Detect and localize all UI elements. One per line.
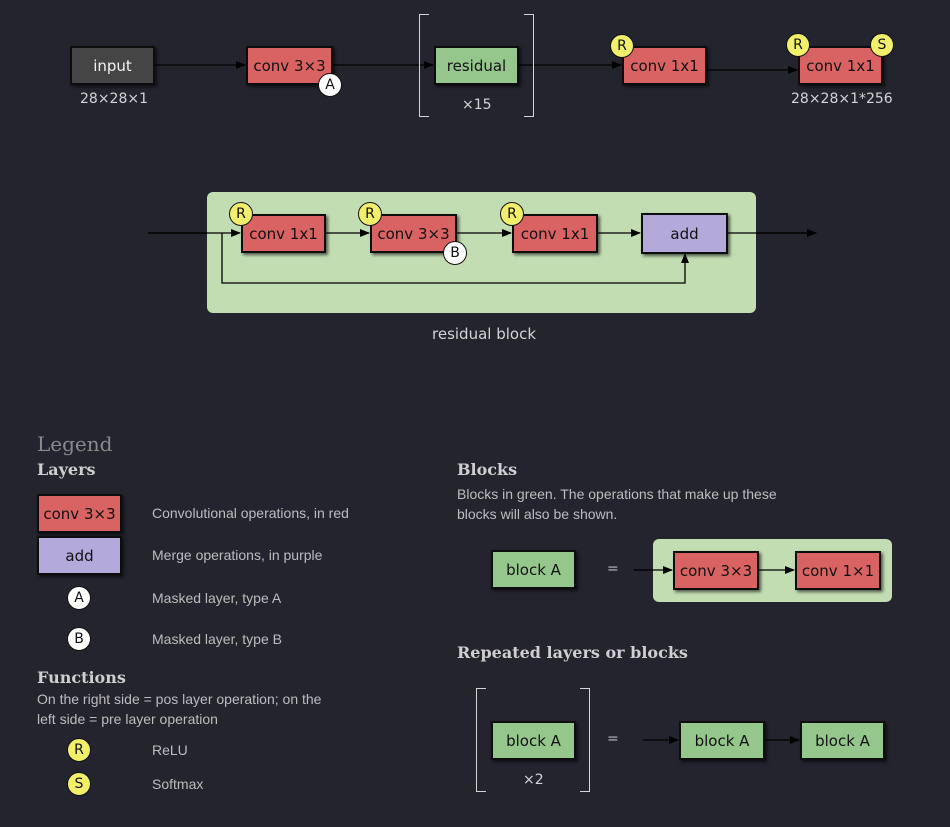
legend-softmax-desc: Softmax bbox=[152, 776, 204, 792]
legend-mask-a-badge: A bbox=[67, 586, 91, 610]
block-conv-1x1-first: conv 1x1 bbox=[241, 214, 326, 253]
residual-block-layer: residual bbox=[434, 46, 519, 85]
repeated-heading: Repeated layers or blocks bbox=[457, 643, 688, 662]
input-dims: 28×28×1 bbox=[80, 91, 148, 107]
repeated-output-block-2: block A bbox=[800, 721, 885, 760]
legend-conv-desc: Convolutional operations, in red bbox=[152, 505, 349, 521]
legend-mask-b-desc: Masked layer, type B bbox=[152, 631, 282, 647]
relu-badge: R bbox=[358, 202, 382, 226]
input-layer: input bbox=[70, 46, 155, 85]
repeated-block-a: block A bbox=[491, 721, 576, 760]
residual-repeat-count: ×15 bbox=[462, 97, 492, 113]
blocks-heading: Blocks bbox=[457, 460, 518, 479]
mask-a-badge: A bbox=[318, 73, 342, 97]
functions-heading: Functions bbox=[37, 668, 126, 687]
conv-1x1-layer-2: conv 1x1 bbox=[798, 46, 883, 85]
legend-add-swatch: add bbox=[37, 536, 122, 575]
legend-conv-swatch: conv 3×3 bbox=[37, 494, 122, 533]
repeat-bracket-left bbox=[476, 688, 486, 792]
legend-mask-b-badge: B bbox=[67, 627, 91, 651]
residual-block-caption: residual block bbox=[432, 325, 537, 343]
block-conv-1x1-last: conv 1x1 bbox=[512, 214, 598, 253]
softmax-badge: S bbox=[870, 33, 894, 57]
mask-b-badge: B bbox=[443, 241, 467, 265]
legend-softmax-badge: S bbox=[67, 772, 91, 796]
legend-relu-badge: R bbox=[67, 738, 91, 762]
blocks-desc: Blocks in green. The operations that mak… bbox=[457, 486, 777, 522]
legend-relu-desc: ReLU bbox=[152, 742, 188, 758]
functions-desc: On the right side = pos layer operation;… bbox=[37, 691, 322, 727]
repeated-count: ×2 bbox=[523, 772, 544, 788]
repeat-bracket-right bbox=[580, 688, 590, 792]
conv-1x1-layer-1: conv 1x1 bbox=[622, 46, 707, 85]
legend-equals: = bbox=[607, 561, 619, 577]
repeated-output-block-1: block A bbox=[679, 721, 765, 760]
legend-title: Legend bbox=[37, 432, 113, 456]
legend-block-conv-3x3: conv 3×3 bbox=[673, 551, 759, 590]
repeat-bracket-left bbox=[419, 14, 429, 117]
output-dims: 28×28×1*256 bbox=[791, 91, 893, 107]
relu-badge: R bbox=[610, 34, 634, 58]
block-conv-3x3: conv 3×3 bbox=[370, 214, 457, 253]
relu-badge: R bbox=[229, 202, 253, 226]
add-merge-layer: add bbox=[641, 213, 728, 254]
repeat-bracket-right bbox=[524, 14, 534, 117]
relu-badge: R bbox=[500, 202, 524, 226]
legend-block-a: block A bbox=[491, 550, 576, 589]
repeated-equals: = bbox=[607, 731, 619, 747]
legend-mask-a-desc: Masked layer, type A bbox=[152, 590, 282, 606]
legend-add-desc: Merge operations, in purple bbox=[152, 547, 323, 563]
relu-badge: R bbox=[786, 33, 810, 57]
layers-heading: Layers bbox=[37, 460, 96, 479]
legend-block-conv-1x1: conv 1×1 bbox=[795, 551, 881, 590]
